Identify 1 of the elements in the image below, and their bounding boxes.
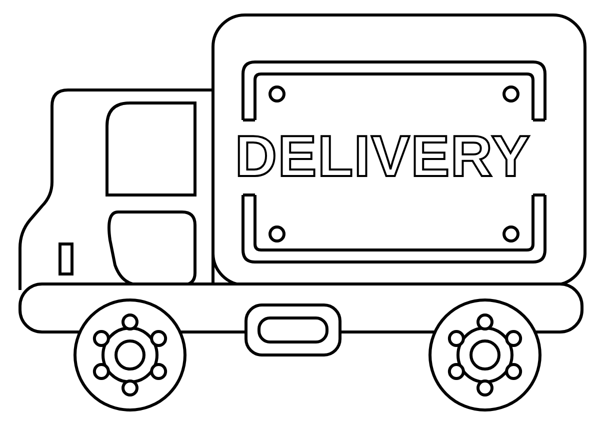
outlined-sign-text: DELIVERY — [234, 128, 532, 186]
